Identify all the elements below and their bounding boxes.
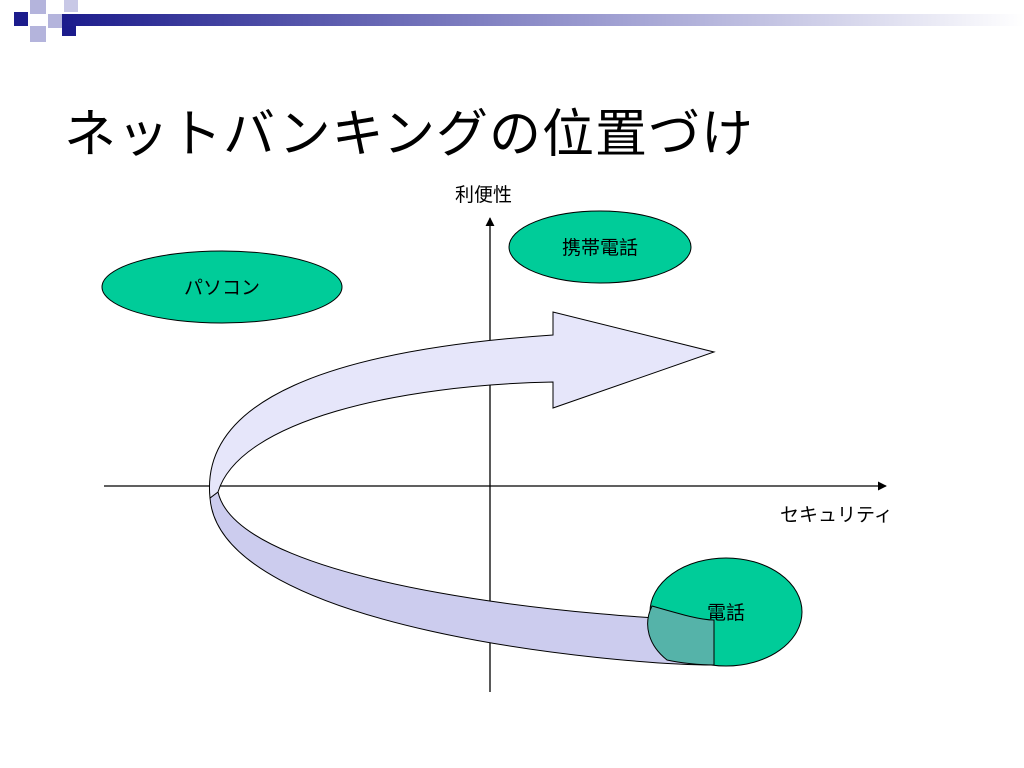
header-square-light: [30, 26, 46, 42]
curved-arrow-upper-band: [209, 311, 716, 499]
header-square-light: [64, 0, 78, 12]
node-label: 電話: [707, 602, 745, 624]
node-label: 携帯電話: [562, 237, 638, 259]
header-square-light: [30, 0, 46, 14]
node-keitai[interactable]: [508, 210, 692, 284]
header-square-light: [48, 14, 62, 28]
curved-arrow-overlap: [647, 605, 715, 666]
curved-arrow-lower-band: [209, 491, 715, 666]
slide-title: ネットバンキングの位置づけ: [64, 105, 755, 165]
node-label: パソコン: [184, 277, 260, 299]
x-axis-label: セキュリティ: [780, 504, 893, 526]
y-axis-label: 利便性: [455, 184, 513, 206]
node-pasokon[interactable]: [101, 250, 343, 324]
header-square-dark: [62, 26, 76, 36]
header-decoration: [14, 0, 1024, 42]
header-square-dark: [14, 12, 28, 26]
header-gradient-bar: [62, 14, 1024, 26]
